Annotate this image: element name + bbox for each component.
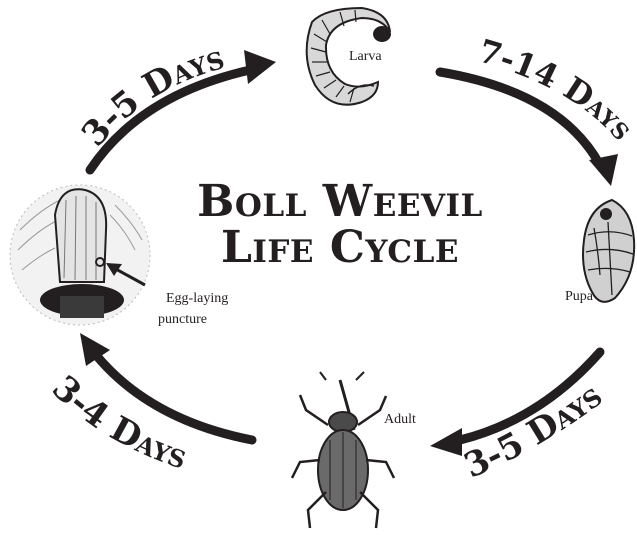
duration-egg-to-larva: 3-5 Days <box>74 37 228 154</box>
egg-label-line-2: puncture <box>158 312 207 328</box>
pupa-label: Pupa <box>565 289 593 305</box>
duration-adult-to-egg: 3-4 Days <box>44 368 192 478</box>
adult-weevil-illustration <box>292 372 394 528</box>
title-line-1: Boll Weevil <box>150 180 530 224</box>
title-line-2: Life Cycle <box>150 226 530 270</box>
egg-puncture-illustration <box>10 185 150 325</box>
egg-label-line-1: Egg-laying <box>166 291 228 307</box>
adult-label: Adult <box>384 412 416 428</box>
larva-label: Larva <box>349 49 382 65</box>
pupa-illustration <box>583 200 634 302</box>
